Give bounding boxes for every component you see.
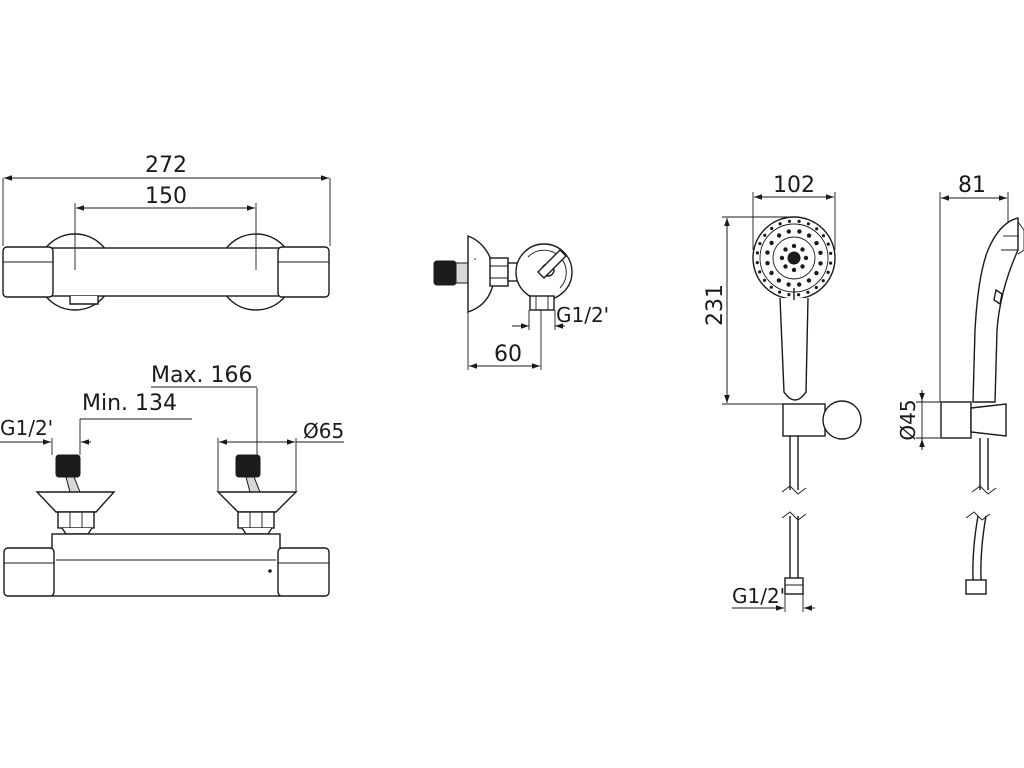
nozzle-dot [758, 270, 762, 274]
dim-label-overall-width: 272 [145, 153, 187, 178]
dim-label-side-thread: G1/2' [556, 303, 609, 327]
nozzle-dot [770, 226, 774, 231]
nozzle-dot [786, 229, 791, 234]
wall-holder-knob [822, 400, 862, 440]
dim-label-holder-dia: Ø45 [896, 399, 920, 440]
nozzle-dot [821, 234, 826, 238]
side-wall-holder [940, 401, 972, 439]
shower-handle [779, 297, 809, 401]
nozzle-dot [787, 219, 792, 223]
nozzle-dot [769, 270, 774, 276]
nozzle-dot [755, 261, 759, 265]
mixer-body-front [51, 533, 281, 597]
nozzle-dot [803, 255, 809, 261]
nozzle-dot [821, 279, 825, 283]
nozzle-dot [776, 278, 782, 283]
nozzle-dot [763, 233, 767, 237]
left-cone-flange [35, 491, 116, 513]
dim-label-inlet-thread: G1/2' [0, 416, 53, 440]
mixer-front-view [0, 386, 344, 597]
nozzle-dot [829, 261, 833, 265]
dim-label-centers: 150 [145, 184, 187, 209]
nozzle-dot [791, 267, 797, 273]
nozzle-dot [776, 233, 782, 238]
nozzle-dot [765, 250, 770, 255]
nozzle-dot [818, 250, 823, 255]
nozzle-dot [814, 240, 819, 246]
nozzle-dot [779, 255, 785, 261]
nozzle-dot [814, 285, 818, 290]
shower-profile [972, 217, 1019, 403]
nozzle-dot [769, 285, 773, 289]
dim-label-head-width: 102 [773, 173, 815, 198]
hose-nut [784, 577, 804, 595]
nozzle-dot [800, 264, 805, 269]
nozzle-dot [762, 278, 767, 282]
dim-label-max-centers: Max. 166 [151, 363, 252, 388]
mixer-body [49, 247, 281, 297]
nozzle-dot [818, 261, 823, 266]
nozzle-dot [783, 264, 788, 269]
nozzle-dot [800, 247, 805, 252]
dim-label-min-centers: Min. 134 [82, 391, 177, 416]
nozzle-dot [815, 227, 819, 231]
nozzle-dot [814, 270, 819, 276]
right-inlet-nut [235, 454, 261, 478]
dim-label-head-depth: 81 [958, 173, 986, 198]
dim-label-hose-thread: G1/2' [732, 584, 785, 608]
nozzle-dot [778, 290, 782, 294]
right-cone-flange [216, 491, 298, 513]
left-inlet-nut [55, 454, 81, 478]
nozzle-dot [783, 247, 788, 252]
dim-label-side-depth: 60 [494, 342, 522, 367]
nozzle-dot [758, 242, 762, 246]
right-handle [277, 246, 330, 298]
nozzle-dot [797, 282, 802, 287]
nozzle-dot [791, 243, 797, 249]
nozzle-dot [769, 240, 774, 246]
nozzle-dot [806, 222, 811, 226]
wall-holder [782, 403, 826, 437]
nozzle-dot [797, 229, 802, 234]
mixer-top-view [2, 175, 331, 311]
nozzle-dot [797, 293, 801, 297]
nozzle-dot [806, 233, 812, 238]
nozzle-dot [797, 219, 801, 223]
left-handle [2, 246, 54, 298]
dim-label-head-length: 231 [703, 284, 728, 326]
side-inlet-nut [433, 260, 457, 286]
nozzle-dot [829, 251, 833, 255]
nozzle-dot [787, 293, 791, 297]
nozzle-dot [826, 270, 830, 274]
dim-label-eccentric-dia: Ø65 [303, 419, 344, 443]
nozzle-dot [806, 290, 810, 294]
nozzle-dot [778, 222, 782, 226]
mixer-side-view [433, 234, 573, 370]
nozzle-dot [786, 282, 791, 287]
nozzle-dot [755, 251, 760, 255]
hand-shower-front [722, 192, 862, 612]
nozzle-dot [826, 242, 830, 246]
shower-nozzles [755, 219, 833, 297]
nozzle-dot [765, 261, 770, 266]
hand-shower-side [916, 192, 1024, 595]
nozzle-dot [806, 278, 812, 283]
